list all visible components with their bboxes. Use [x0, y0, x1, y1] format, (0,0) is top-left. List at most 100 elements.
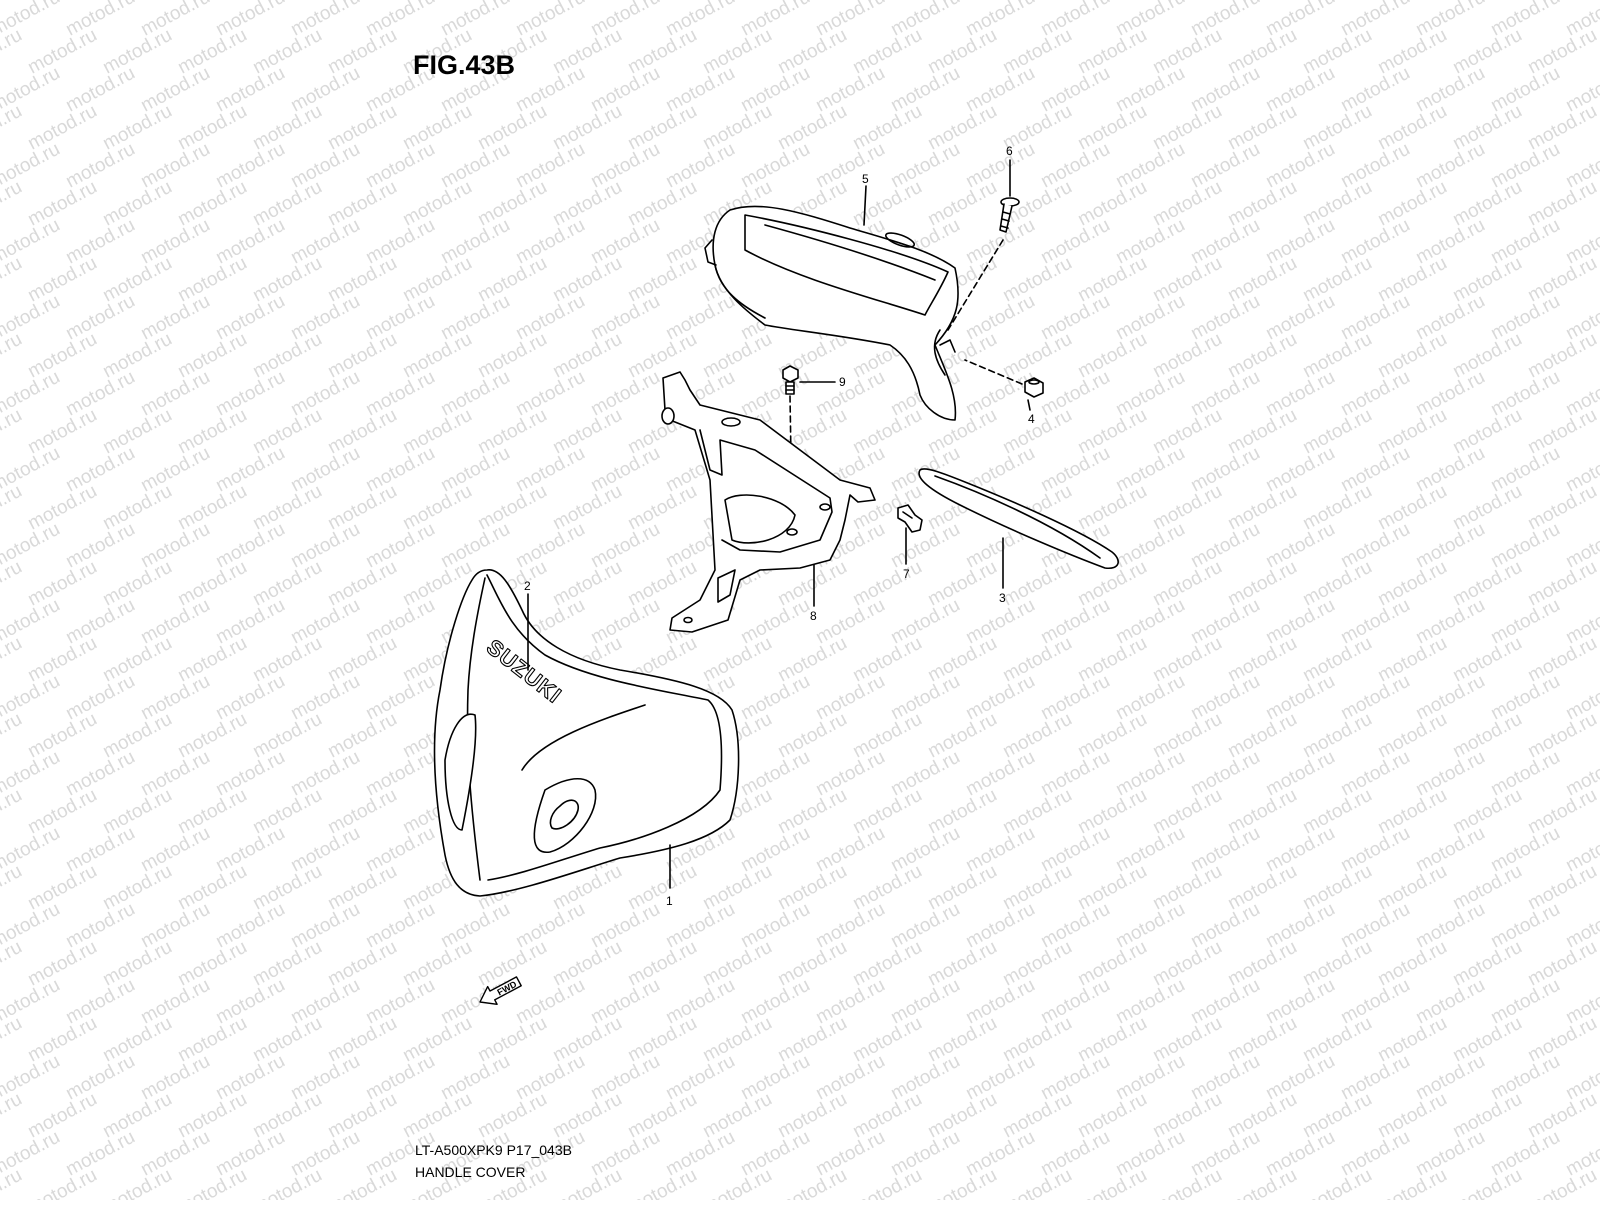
watermark-text: motod.ru	[849, 101, 925, 155]
watermark-text: motod.ru	[1074, 101, 1150, 155]
watermark-text: motod.ru	[1149, 481, 1225, 535]
watermark-text: motod.ru	[1524, 861, 1600, 915]
watermark-text: motod.ru	[1224, 25, 1300, 79]
watermark-text: motod.ru	[587, 595, 663, 649]
figure-title: FIG.43B	[413, 50, 516, 80]
watermark-text: motod.ru	[24, 25, 100, 79]
watermark-text: motod.ru	[24, 481, 100, 535]
watermark-text: motod.ru	[924, 785, 1000, 839]
watermark-text: motod.ru	[887, 519, 963, 573]
watermark-text: motod.ru	[1337, 215, 1413, 269]
watermark-text: motod.ru	[99, 557, 175, 611]
watermark-text: motod.ru	[1187, 291, 1263, 345]
watermark-text: motod.ru	[1374, 937, 1450, 991]
watermark-text: motod.ru	[174, 329, 250, 383]
watermark-text: motod.ru	[399, 1013, 475, 1067]
watermark-text: motod.ru	[587, 291, 663, 345]
watermark-text: motod.ru	[437, 899, 513, 953]
watermark-text: motod.ru	[737, 595, 813, 649]
watermark-text: motod.ru	[62, 291, 138, 345]
watermark-text: motod.ru	[362, 747, 438, 801]
watermark-text: motod.ru	[62, 899, 138, 953]
watermark-text: motod.ru	[1374, 1165, 1450, 1200]
watermark-text: motod.ru	[1224, 861, 1300, 915]
watermark-text: motod.ru	[662, 1127, 738, 1181]
watermark-text: motod.ru	[174, 785, 250, 839]
watermark-text: motod.ru	[512, 215, 588, 269]
watermark-text: motod.ru	[1074, 1165, 1150, 1200]
callout-7: 7	[903, 567, 910, 581]
watermark-text: motod.ru	[999, 633, 1075, 687]
watermark-text: motod.ru	[737, 367, 813, 421]
watermark-text: motod.ru	[1524, 937, 1600, 991]
watermark-text: motod.ru	[587, 367, 663, 421]
watermark-text: motod.ru	[62, 595, 138, 649]
watermark-text: motod.ru	[887, 899, 963, 953]
watermark-text: motod.ru	[849, 557, 925, 611]
watermark-text: motod.ru	[287, 747, 363, 801]
watermark-text: motod.ru	[1037, 443, 1113, 497]
watermark-text: motod.ru	[1224, 557, 1300, 611]
watermark-text: motod.ru	[1412, 291, 1488, 345]
watermark-text: motod.ru	[324, 25, 400, 79]
watermark-text: motod.ru	[1262, 595, 1338, 649]
watermark-text: motod.ru	[1337, 975, 1413, 1029]
watermark-text: motod.ru	[1187, 1127, 1263, 1181]
watermark-text: motod.ru	[549, 25, 625, 79]
watermark-text: motod.ru	[1487, 215, 1563, 269]
watermark-text: motod.ru	[849, 633, 925, 687]
watermark-text: motod.ru	[1487, 899, 1563, 953]
watermark-text: motod.ru	[1262, 899, 1338, 953]
watermark-text: motod.ru	[212, 1051, 288, 1105]
watermark-text: motod.ru	[849, 177, 925, 231]
watermark-text: motod.ru	[1262, 139, 1338, 193]
watermark-text: motod.ru	[1524, 405, 1600, 459]
watermark-text: motod.ru	[249, 177, 325, 231]
watermark-text: motod.ru	[399, 937, 475, 991]
watermark-text: motod.ru	[812, 747, 888, 801]
watermark-text: motod.ru	[174, 177, 250, 231]
watermark-text: motod.ru	[1224, 785, 1300, 839]
watermark-text: motod.ru	[249, 557, 325, 611]
watermark-text: motod.ru	[1112, 139, 1188, 193]
watermark-text: motod.ru	[962, 899, 1038, 953]
watermark-text: motod.ru	[174, 1089, 250, 1143]
watermark-text: motod.ru	[1262, 975, 1338, 1029]
watermark-text: motod.ru	[1149, 405, 1225, 459]
watermark-text: motod.ru	[999, 25, 1075, 79]
watermark-text: motod.ru	[1299, 709, 1375, 763]
watermark-text: motod.ru	[474, 177, 550, 231]
watermark-text: motod.ru	[1374, 329, 1450, 383]
watermark-text: motod.ru	[1449, 405, 1525, 459]
watermark-text: motod.ru	[137, 1127, 213, 1181]
watermark-text: motod.ru	[99, 25, 175, 79]
callout-9: 9	[839, 375, 846, 389]
watermark-text: motod.ru	[287, 443, 363, 497]
watermark-text: motod.ru	[99, 1165, 175, 1200]
watermark-text: motod.ru	[1449, 709, 1525, 763]
watermark-text: motod.ru	[99, 481, 175, 535]
watermark-text: motod.ru	[1037, 671, 1113, 725]
watermark-text: motod.ru	[1524, 253, 1600, 307]
watermark-text: motod.ru	[1487, 139, 1563, 193]
watermark-text: motod.ru	[249, 1089, 325, 1143]
watermark-text: motod.ru	[1524, 1013, 1600, 1067]
callout-8: 8	[810, 609, 817, 623]
watermark-text: motod.ru	[174, 557, 250, 611]
watermark-text: motod.ru	[587, 899, 663, 953]
watermark-text: motod.ru	[849, 785, 925, 839]
watermark-text: motod.ru	[1374, 1013, 1450, 1067]
watermark-text: motod.ru	[249, 329, 325, 383]
watermark-text: motod.ru	[287, 671, 363, 725]
watermark-text: motod.ru	[249, 861, 325, 915]
watermark-text: motod.ru	[1487, 1127, 1563, 1181]
watermark-text: motod.ru	[249, 25, 325, 79]
watermark-text: motod.ru	[99, 1089, 175, 1143]
watermark-text: motod.ru	[399, 253, 475, 307]
watermark-text: motod.ru	[212, 823, 288, 877]
watermark-text: motod.ru	[1524, 557, 1600, 611]
watermark-text: motod.ru	[0, 785, 26, 839]
watermark-text: motod.ru	[0, 1089, 26, 1143]
watermark-text: motod.ru	[249, 937, 325, 991]
